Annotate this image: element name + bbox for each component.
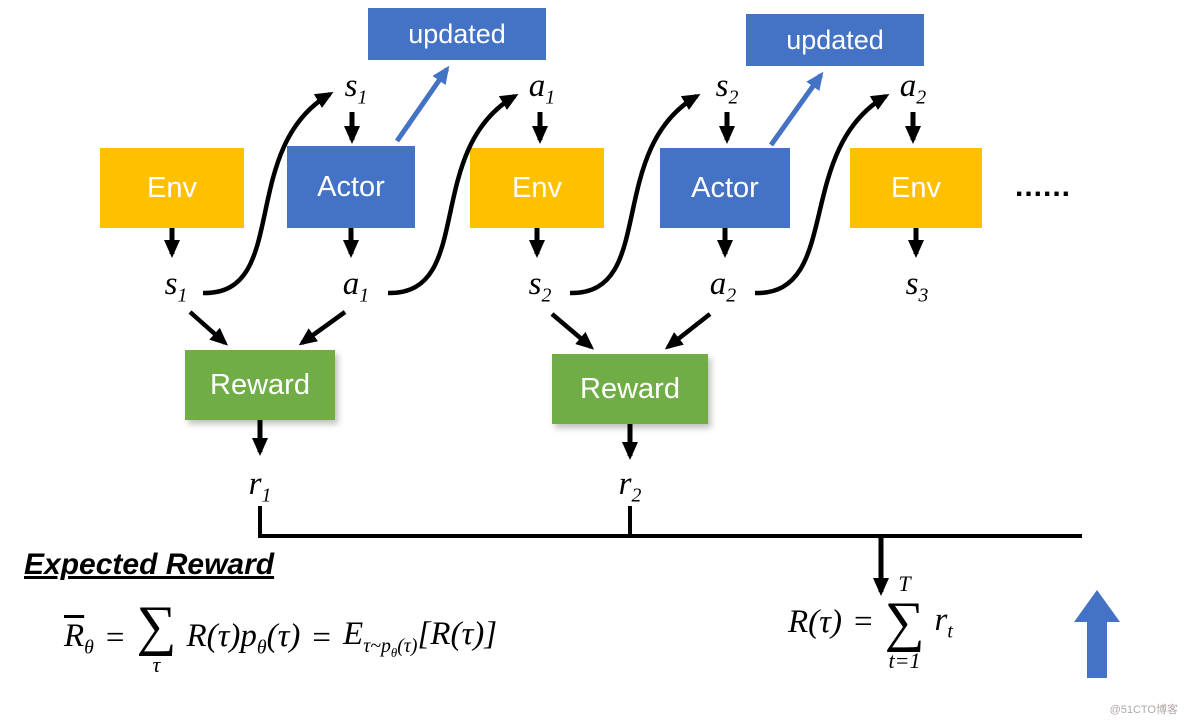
expectation-subscript: τ~pθ(τ) bbox=[363, 635, 418, 660]
expected-reward-heading: Expected Reward bbox=[24, 548, 275, 581]
env-box-1: Env bbox=[100, 148, 244, 228]
trajectory-reward-equation: R(τ) = T ∑ t=1 rt bbox=[788, 571, 953, 674]
label-s3-bottom: s3 bbox=[905, 266, 929, 307]
arrow-s1-to-reward1 bbox=[188, 310, 228, 346]
r-tau-term: R(τ) bbox=[788, 604, 842, 641]
watermark: @51CTO博客 bbox=[1109, 704, 1178, 716]
label-s2-top: s2 bbox=[715, 68, 739, 109]
sum-over-t: T ∑ t=1 bbox=[884, 571, 925, 674]
label-a2-bottom: a2 bbox=[709, 266, 737, 307]
big-up-arrow-head bbox=[1074, 590, 1120, 622]
reward-box-2: Reward bbox=[552, 354, 708, 424]
arrow-a1-to-reward1 bbox=[298, 310, 347, 346]
label-r1: r1 bbox=[248, 466, 272, 507]
expected-reward-equation: Rθ = ∑ τ R(τ)pθ(τ) = Eτ~pθ(τ)[R(τ)] bbox=[64, 595, 498, 678]
label-s1-top: s1 bbox=[344, 68, 368, 109]
env-box-2: Env bbox=[470, 148, 604, 228]
big-up-arrow bbox=[1074, 590, 1120, 682]
label-s2-bottom: s2 bbox=[528, 266, 552, 307]
label-a2-top: a2 bbox=[899, 68, 927, 109]
equals-sign-3: = bbox=[853, 604, 873, 641]
label-s1-bottom: s1 bbox=[164, 266, 188, 307]
actor-box-1: Actor bbox=[287, 146, 415, 228]
label-r2: r2 bbox=[618, 466, 642, 507]
actor-box-2: Actor bbox=[660, 148, 790, 228]
reward-prob-term: R(τ)pθ(τ) bbox=[186, 617, 301, 659]
rbar-theta-term: Rθ bbox=[64, 617, 94, 659]
expectation-term: Eτ~pθ(τ)[R(τ)] bbox=[343, 616, 498, 660]
updated-box-2: updated bbox=[746, 14, 924, 66]
equals-sign-2: = bbox=[312, 620, 332, 657]
updated-box-1: updated bbox=[368, 8, 546, 60]
label-a1-top: a1 bbox=[528, 68, 556, 109]
arrow-actor2-update bbox=[768, 71, 824, 147]
arrow-s2-to-reward2 bbox=[550, 312, 595, 350]
rt-term: rt bbox=[934, 601, 953, 643]
env-box-3: Env bbox=[850, 148, 982, 228]
reward-box-1: Reward bbox=[185, 350, 335, 420]
equals-sign-1: = bbox=[105, 620, 125, 657]
label-a1-bottom: a1 bbox=[342, 266, 370, 307]
arrow-a2-to-reward2 bbox=[664, 312, 712, 350]
sum-over-tau: ∑ τ bbox=[136, 595, 177, 678]
continuation-dots: ...... bbox=[1015, 170, 1072, 203]
arrow-actor1-update bbox=[394, 65, 450, 143]
big-up-arrow-stem bbox=[1087, 622, 1107, 678]
